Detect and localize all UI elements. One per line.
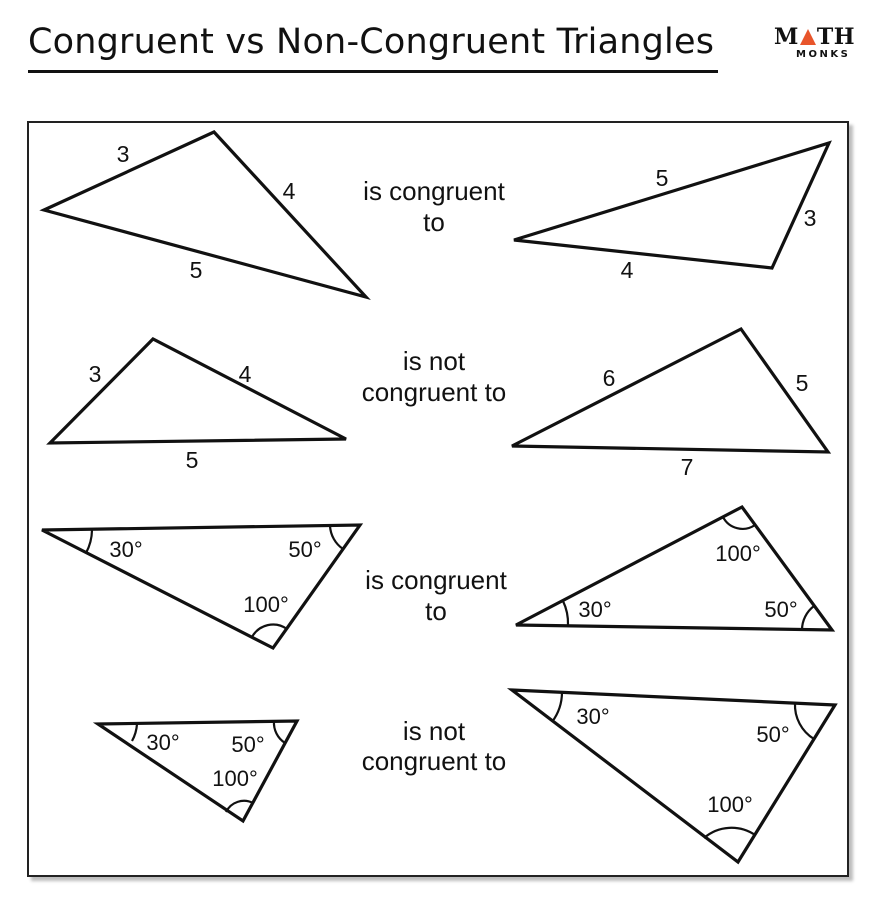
angle-arc-r3r-50 <box>800 605 815 631</box>
angle-label-r3r-50: 50° <box>764 597 797 622</box>
angle-label-r4l-50: 50° <box>231 732 264 757</box>
side-label-r1l-a: 3 <box>117 141 130 167</box>
side-label-r1r-c: 4 <box>621 257 634 283</box>
relation-row3-line1: is congruent <box>365 565 507 595</box>
triangle-row1-left <box>39 130 371 300</box>
angle-label-r4l-30: 30° <box>146 730 179 755</box>
side-label-r2l-a: 3 <box>89 361 102 387</box>
side-label-r1l-c: 5 <box>190 257 203 283</box>
side-label-r2r-a: 6 <box>603 365 616 391</box>
angle-label-r4l-100: 100° <box>212 766 258 791</box>
title-underline <box>28 70 718 73</box>
angle-arc-r3l-100 <box>251 623 288 638</box>
relation-row4-line1: is not <box>403 716 466 746</box>
relation-row3-line2: to <box>425 596 447 626</box>
angle-arc-r4l-100 <box>225 799 254 813</box>
logo-triangle-icon <box>799 29 816 45</box>
triangle-row1-right <box>513 140 832 270</box>
angle-label-r3r-100: 100° <box>715 541 761 566</box>
triangle-row4-right <box>506 688 838 865</box>
angle-label-r4r-50: 50° <box>756 722 789 747</box>
angle-arc-r4r-50 <box>793 702 815 740</box>
side-label-r2l-c: 5 <box>186 447 199 473</box>
relation-row1-line1: is congruent <box>363 176 505 206</box>
side-label-r2l-b: 4 <box>239 361 252 387</box>
angle-arc-r3r-100 <box>722 516 756 530</box>
angle-arc-r4l-30 <box>131 723 139 742</box>
relation-row4-line2: congruent to <box>362 746 507 776</box>
angle-arc-r3r-30 <box>561 600 570 626</box>
side-label-r1r-a: 5 <box>656 165 669 191</box>
math-monks-logo: M TH MONKS <box>774 24 855 64</box>
relation-row2-line1: is not <box>403 346 466 376</box>
angle-arc-r4r-100 <box>703 826 756 839</box>
relation-row2-line2: congruent to <box>362 377 507 407</box>
side-label-r2r-b: 5 <box>796 370 809 396</box>
diagram-panel <box>27 121 849 877</box>
side-label-r1r-b: 3 <box>804 205 817 231</box>
triangle-row4-left <box>92 719 300 824</box>
logo-text-m: M <box>774 24 799 50</box>
angle-label-r3l-100: 100° <box>243 592 289 617</box>
angle-arc-r4r-30 <box>551 691 564 723</box>
triangle-row2-right <box>511 326 832 454</box>
angle-arc-r4l-50 <box>272 720 286 744</box>
page-title: Congruent vs Non-Congruent Triangles <box>28 22 715 62</box>
angle-label-r3l-50: 50° <box>288 537 321 562</box>
triangle-row3-right <box>515 504 836 632</box>
logo-subtext: MONKS <box>796 49 851 60</box>
angle-label-r3r-30: 30° <box>578 597 611 622</box>
triangle-row3-left <box>41 523 364 651</box>
angle-arc-r3l-50 <box>328 525 344 550</box>
angle-label-r3l-30: 30° <box>109 537 142 562</box>
logo-text-th: TH <box>816 24 856 50</box>
logo-wordmark: M TH <box>774 24 855 50</box>
triangle-row2-left <box>46 337 347 445</box>
angle-arc-r3l-30 <box>85 529 94 554</box>
relation-row1-line2: to <box>423 207 445 237</box>
side-label-r1l-b: 4 <box>283 178 296 204</box>
angle-label-r4r-30: 30° <box>576 704 609 729</box>
angle-label-r4r-100: 100° <box>707 792 753 817</box>
side-label-r2r-c: 7 <box>681 454 694 480</box>
